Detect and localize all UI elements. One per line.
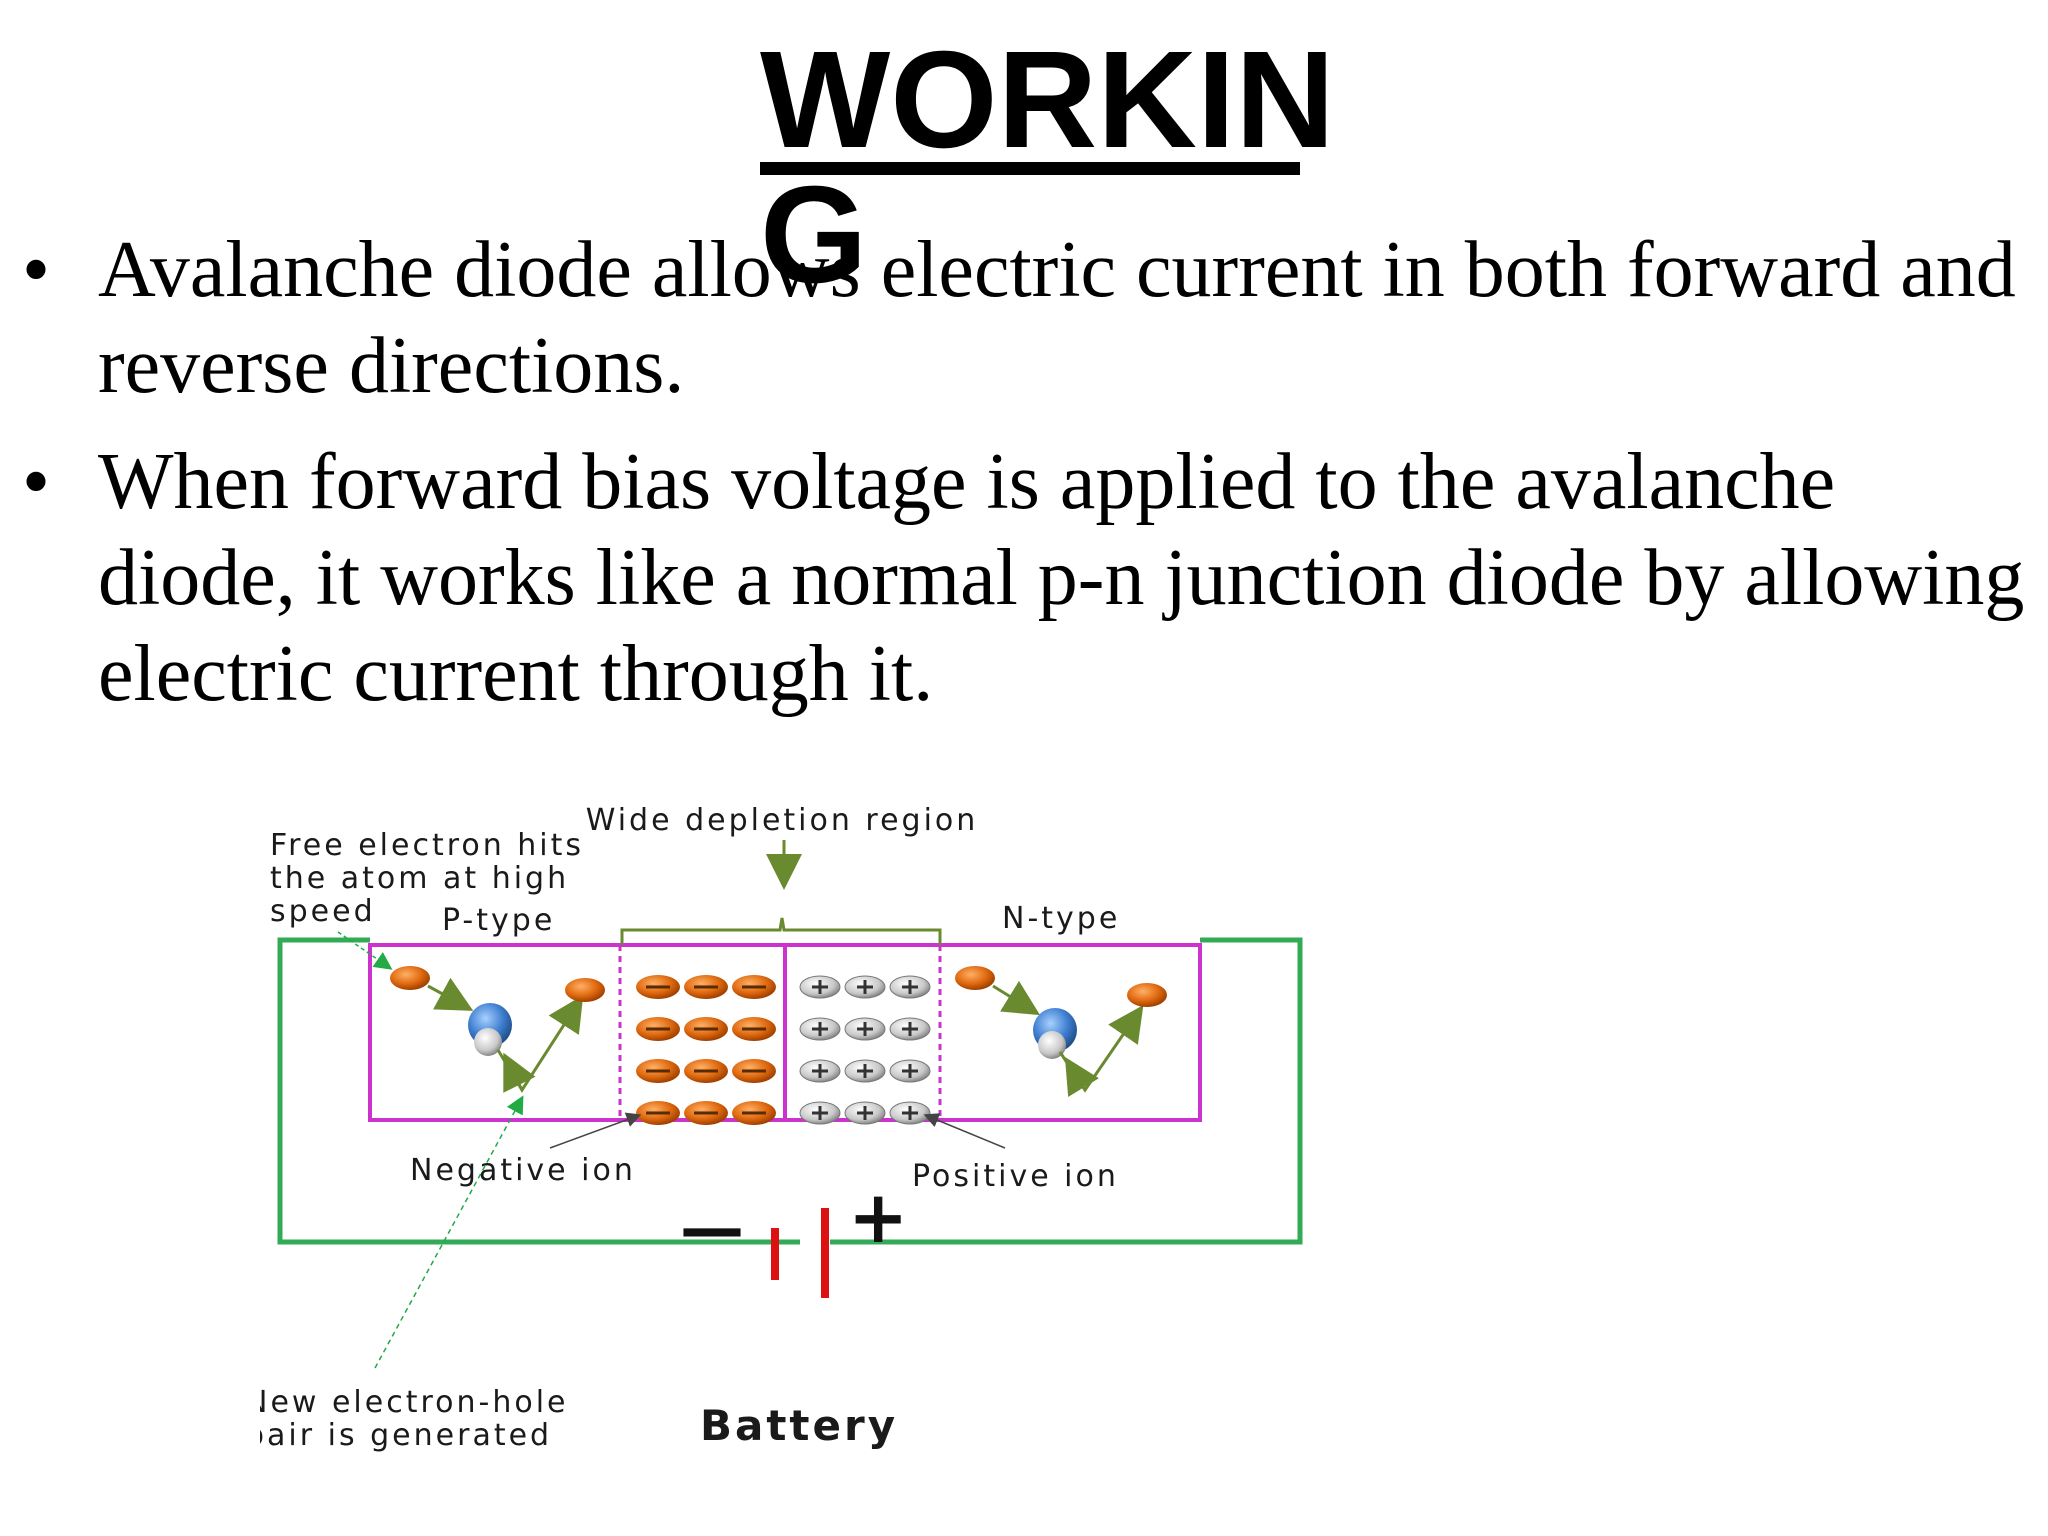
wide-depletion-label: Wide depletion region xyxy=(586,803,979,838)
positive-ion xyxy=(799,1059,841,1083)
negative-ion-label: Negative ion xyxy=(410,1153,636,1188)
positive-ion xyxy=(844,1059,886,1083)
n-side-collision xyxy=(955,966,1167,1097)
p-type-label: P-type xyxy=(442,903,555,938)
n-type-label: N-type xyxy=(1002,901,1120,936)
negative-ion xyxy=(732,975,776,999)
negative-ion xyxy=(732,1059,776,1083)
free-electron-label: speed xyxy=(270,894,376,929)
positive-ion xyxy=(889,1059,931,1083)
title-line-2: G xyxy=(760,158,868,312)
bullet-text: When forward bias voltage is applied to … xyxy=(98,438,2025,718)
negative-ion xyxy=(684,1101,728,1125)
slide-title: WORKIN G xyxy=(760,23,1335,312)
title-line-1: WORKIN xyxy=(760,23,1335,177)
negative-ion xyxy=(636,975,680,999)
free-electron-icon xyxy=(565,978,605,1002)
negative-ion xyxy=(684,1017,728,1041)
free-electron-icon xyxy=(390,966,430,990)
positive-ion xyxy=(799,1101,841,1125)
positive-ion xyxy=(889,1101,931,1125)
p-side-collision xyxy=(390,966,605,1093)
bullet-text: Avalanche diode allows electric current … xyxy=(98,226,2016,410)
new-pair-label: New electron-hole xyxy=(260,1385,569,1420)
bullet-dot-icon: • xyxy=(22,226,51,314)
new-pair-pointer xyxy=(374,1095,524,1369)
positive-ion-label: Positive ion xyxy=(912,1159,1119,1194)
positive-ion xyxy=(799,1017,841,1041)
new-pair-label: pair is generated xyxy=(260,1418,552,1453)
free-electron-label: Free electron hits xyxy=(270,828,584,863)
negative-ion xyxy=(732,1101,776,1125)
negative-ion xyxy=(684,1059,728,1083)
free-electron-pointer xyxy=(337,931,393,970)
free-electron-icon xyxy=(955,966,995,990)
negative-ion xyxy=(636,1101,680,1125)
positive-ion xyxy=(844,1101,886,1125)
positive-ion xyxy=(889,975,931,999)
negative-ion-grid xyxy=(636,975,776,1125)
positive-ion-grid xyxy=(799,975,931,1125)
negative-ion-pointer xyxy=(549,1112,642,1149)
depletion-bracket xyxy=(620,840,942,945)
negative-ion xyxy=(636,1017,680,1041)
free-electron-label: the atom at high xyxy=(270,861,569,896)
bullet-dot-icon: • xyxy=(22,438,51,526)
positive-ion-pointer xyxy=(923,1113,1006,1149)
battery-icon xyxy=(771,1208,829,1298)
bullet-item: • Avalanche diode allows electric curren… xyxy=(0,222,2048,414)
battery-label: Battery xyxy=(700,1401,898,1450)
circuit-wire xyxy=(277,937,1303,1245)
negative-ion xyxy=(636,1059,680,1083)
bullet-list: • Avalanche diode allows electric curren… xyxy=(0,222,2048,722)
negative-ion xyxy=(684,975,728,999)
positive-ion xyxy=(799,975,841,999)
battery-minus-sign: — xyxy=(680,1192,744,1266)
free-electron-icon xyxy=(1127,983,1167,1007)
negative-ion xyxy=(732,1017,776,1041)
positive-ion xyxy=(889,1017,931,1041)
positive-ion xyxy=(844,1017,886,1041)
battery-plus-sign: + xyxy=(848,1175,908,1259)
avalanche-diode-diagram: Free electron hits the atom at high spee… xyxy=(260,803,1303,1453)
positive-ion xyxy=(844,975,886,999)
bullet-item: • When forward bias voltage is applied t… xyxy=(0,434,2048,722)
